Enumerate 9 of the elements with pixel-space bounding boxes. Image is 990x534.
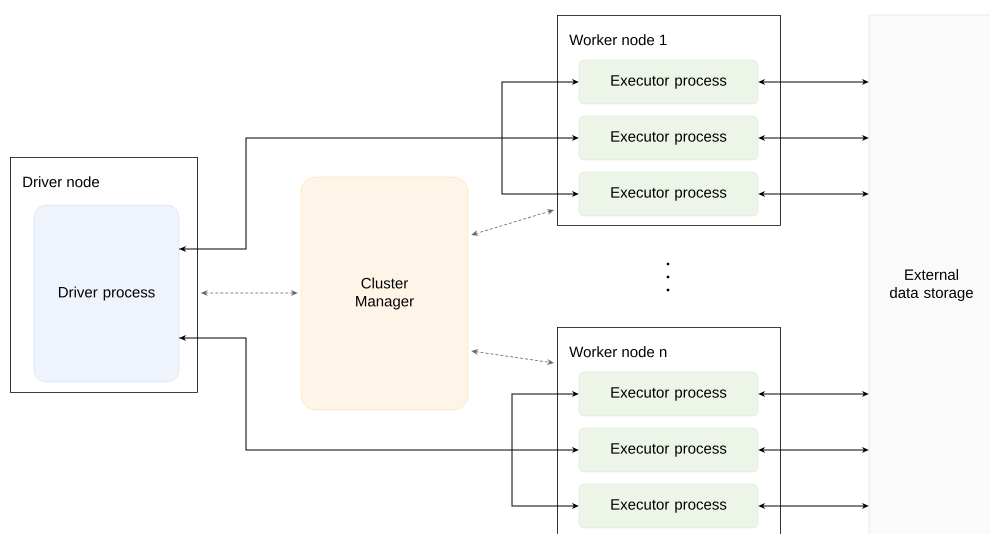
- process-box: Executor process: [578, 116, 758, 160]
- manager-box: Cluster Manager: [300, 176, 468, 410]
- process-box: Executor process: [578, 484, 758, 528]
- process-box: Executor process: [578, 428, 758, 472]
- process-box: Executor process: [578, 60, 758, 104]
- storage-box: External data storage: [868, 14, 990, 534]
- process-box: Executor process: [578, 172, 758, 216]
- process-box: Driver process: [34, 204, 180, 382]
- process-box: Executor process: [578, 372, 758, 416]
